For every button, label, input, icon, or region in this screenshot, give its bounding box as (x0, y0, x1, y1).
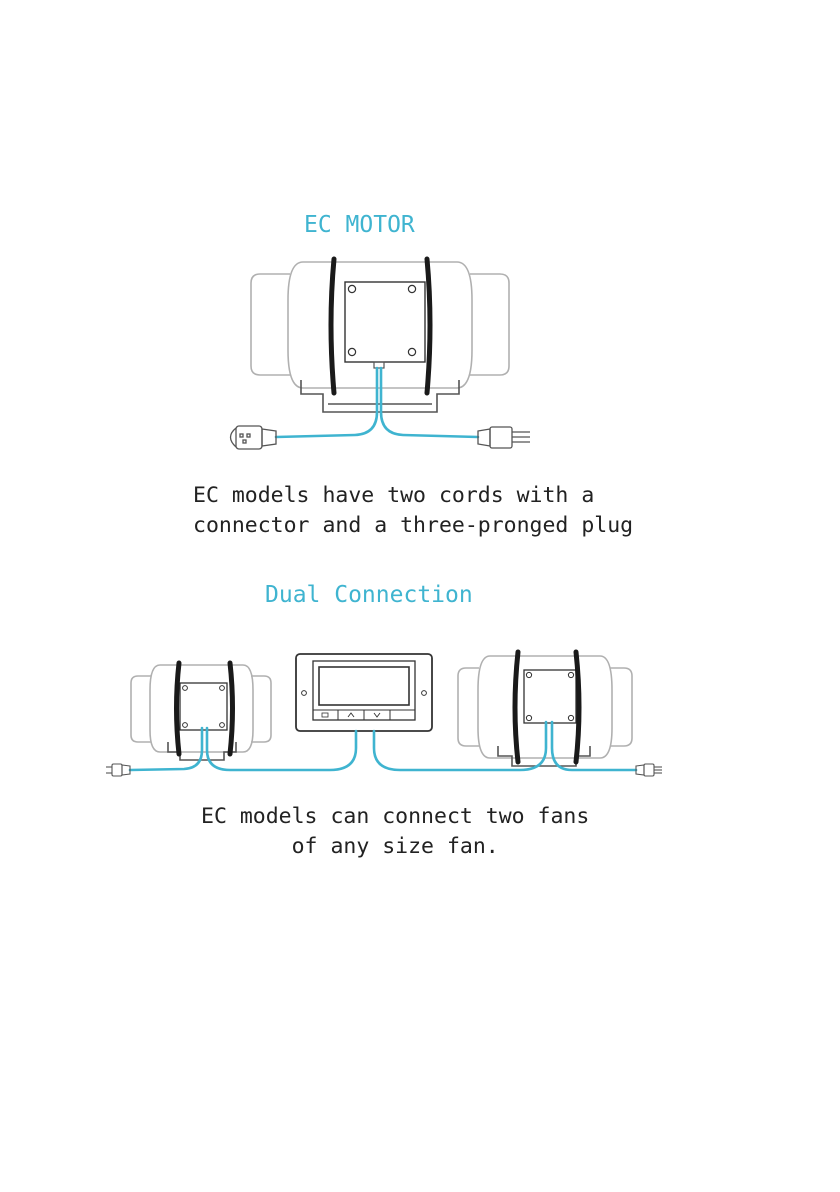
plug-icon (636, 764, 662, 776)
small-fan-left-collar (131, 676, 151, 742)
large-fan-right-collar (610, 668, 632, 746)
large-fan-motor-box (524, 670, 576, 723)
large-fan-strap-left (515, 652, 518, 762)
small-fan-screw-bl (183, 723, 188, 728)
ec-fan-illustration (231, 259, 531, 449)
small-fan-screw-tr (220, 686, 225, 691)
ec-fan-screw-tr (408, 285, 415, 292)
small-fan-screw-br (220, 723, 225, 728)
dual-connection-caption: EC models can connect two fans of any si… (201, 802, 589, 862)
dual-connection-caption-line-2: of any size fan. (201, 832, 589, 862)
controller-display (319, 667, 409, 705)
speed-controller-icon (296, 654, 432, 731)
controller-mount-hole-right (422, 691, 427, 696)
down-button-icon (374, 713, 380, 717)
dual-connection-caption-line-1: EC models can connect two fans (201, 802, 589, 832)
small-fan-right-collar (251, 676, 271, 742)
ec-fan-cable-gland (374, 362, 384, 368)
ec-motor-caption-line-1: EC models have two cords with a (193, 481, 633, 511)
ec-fan-strap-left (331, 259, 334, 393)
small-fan-power-cord (130, 728, 202, 770)
plug-icon (106, 764, 130, 776)
ec-fan-motor-box (345, 282, 425, 362)
dual-connection-title: Dual Connection (265, 584, 473, 607)
connector-plug-icon (231, 426, 277, 449)
large-fan-screw-bl (526, 715, 531, 720)
ec-fan-screw-tl (348, 285, 355, 292)
small-fan-strap-left (177, 663, 180, 754)
large-fan-screw-tr (568, 672, 573, 677)
ec-fan-strap-right (427, 259, 430, 393)
small-fan-strap-right (230, 663, 233, 754)
ec-motor-caption-line-2: connector and a three-pronged plug (193, 511, 633, 541)
small-fan-screw-tl (183, 686, 188, 691)
power-button-icon (322, 713, 328, 717)
large-fan-screw-tl (526, 672, 531, 677)
ec-fan-right-collar (470, 274, 509, 375)
ec-fan-screw-bl (348, 348, 355, 355)
ec-motor-caption: EC models have two cords with a connecto… (193, 481, 633, 541)
controller-mount-hole-left (302, 691, 307, 696)
up-button-icon (348, 713, 354, 717)
three-pronged-plug-icon (478, 427, 530, 448)
large-fan-screw-br (568, 715, 573, 720)
ec-fan-left-collar (251, 274, 290, 375)
ec-fan-screw-br (408, 348, 415, 355)
large-fan-left-collar (458, 668, 479, 746)
